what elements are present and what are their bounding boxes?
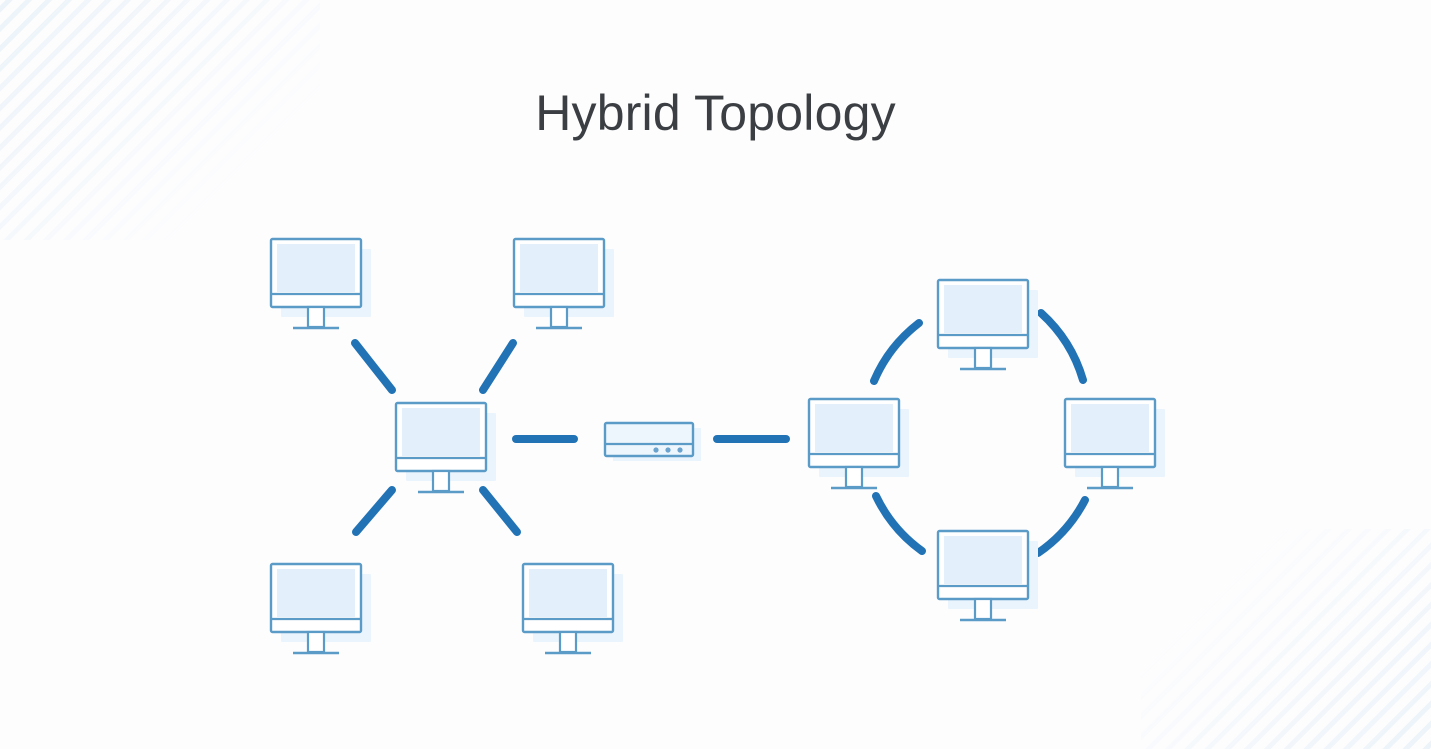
ring-node-left[interactable] <box>807 397 911 490</box>
star-node-top-right[interactable] <box>512 237 616 330</box>
star-node-bottom-left[interactable] <box>269 562 373 655</box>
network-switch[interactable] <box>603 421 701 461</box>
link-hub-to-bottom-left <box>352 486 396 536</box>
star-node-top-left[interactable] <box>269 237 373 330</box>
link-hub-to-bottom-right <box>479 486 521 536</box>
switch-indicator-dot <box>665 447 671 453</box>
ring-node-right[interactable] <box>1063 397 1167 490</box>
star-links <box>351 339 578 536</box>
switch-indicator-dot <box>653 447 659 453</box>
ring-node-bottom[interactable] <box>936 529 1040 622</box>
star-hub-monitor[interactable] <box>394 401 498 494</box>
link-hub-to-top-right <box>479 339 517 394</box>
ring-links <box>870 309 1089 557</box>
page-title: Hybrid Topology <box>535 85 896 141</box>
link-hub-to-top-left <box>351 339 396 394</box>
switch-indicator-dot <box>677 447 683 453</box>
star-node-bottom-right[interactable] <box>521 562 625 655</box>
ring-node-top[interactable] <box>936 278 1040 371</box>
arc-right-to-bottom <box>1034 496 1089 557</box>
arc-top-to-right <box>1037 309 1087 384</box>
arc-bottom-to-left <box>872 492 926 555</box>
arc-left-to-top <box>870 319 923 385</box>
